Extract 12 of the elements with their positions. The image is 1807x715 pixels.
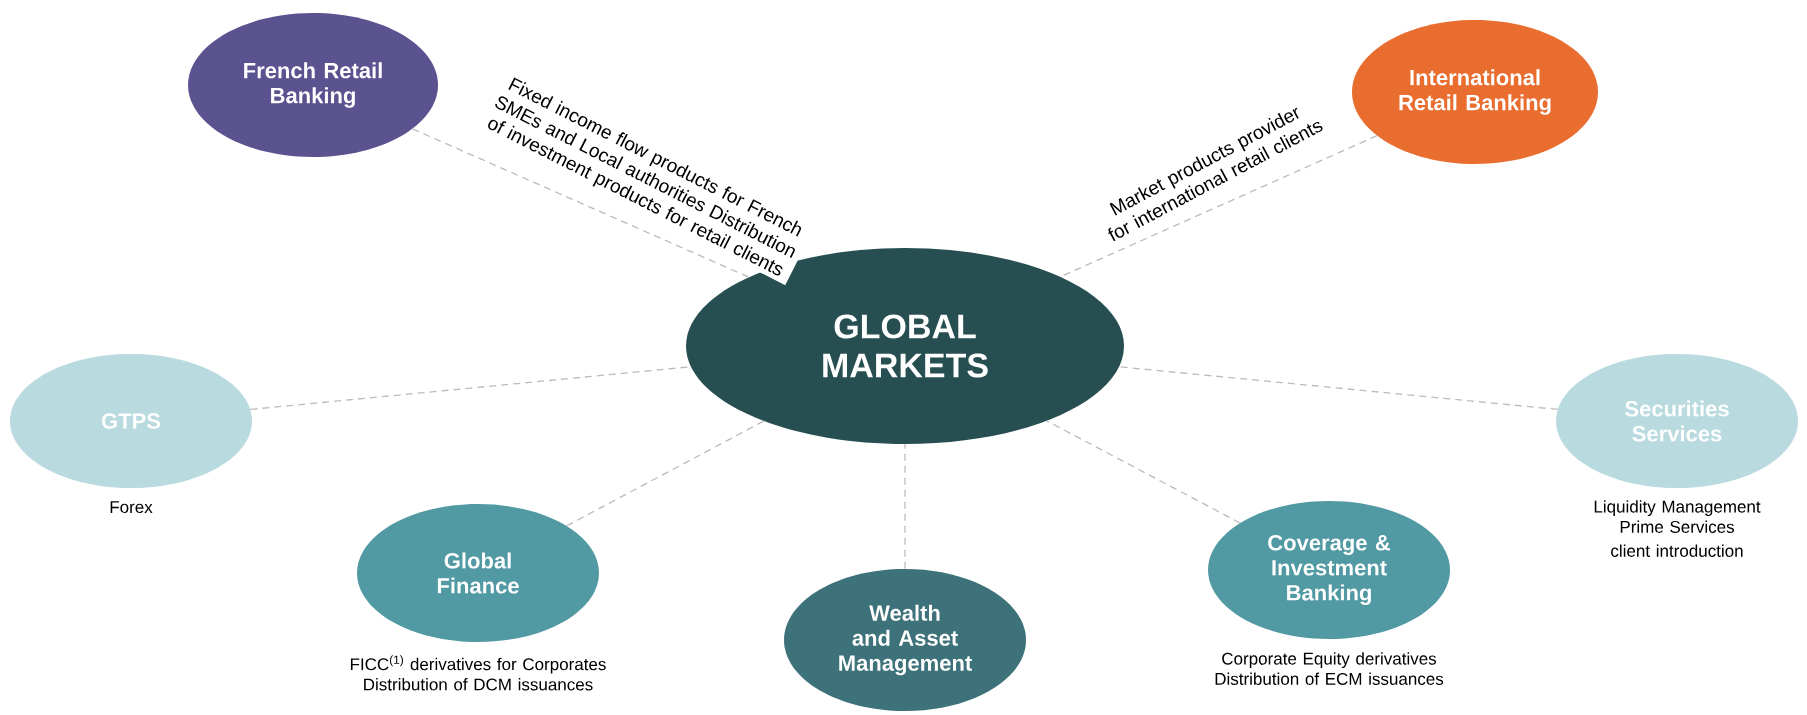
connector-line <box>1118 366 1559 411</box>
connector-line <box>904 443 906 570</box>
connector-line <box>566 420 765 527</box>
caption-text: Prime Services client introduction <box>1611 520 1743 557</box>
connector-line <box>411 128 750 278</box>
caption-text: Distribution of ECM issuances <box>1215 672 1444 685</box>
caption-text: Forex <box>110 501 153 514</box>
caption-text: Corporate Equity derivatives <box>1222 652 1437 669</box>
caption-text: FICC$^{(1)}$ derivatives for Corporates <box>350 655 606 674</box>
caption-text: Liquidity Management <box>1594 500 1761 517</box>
connector-line <box>1046 420 1241 524</box>
caption-text: Distribution of DCM issuances <box>364 678 593 691</box>
